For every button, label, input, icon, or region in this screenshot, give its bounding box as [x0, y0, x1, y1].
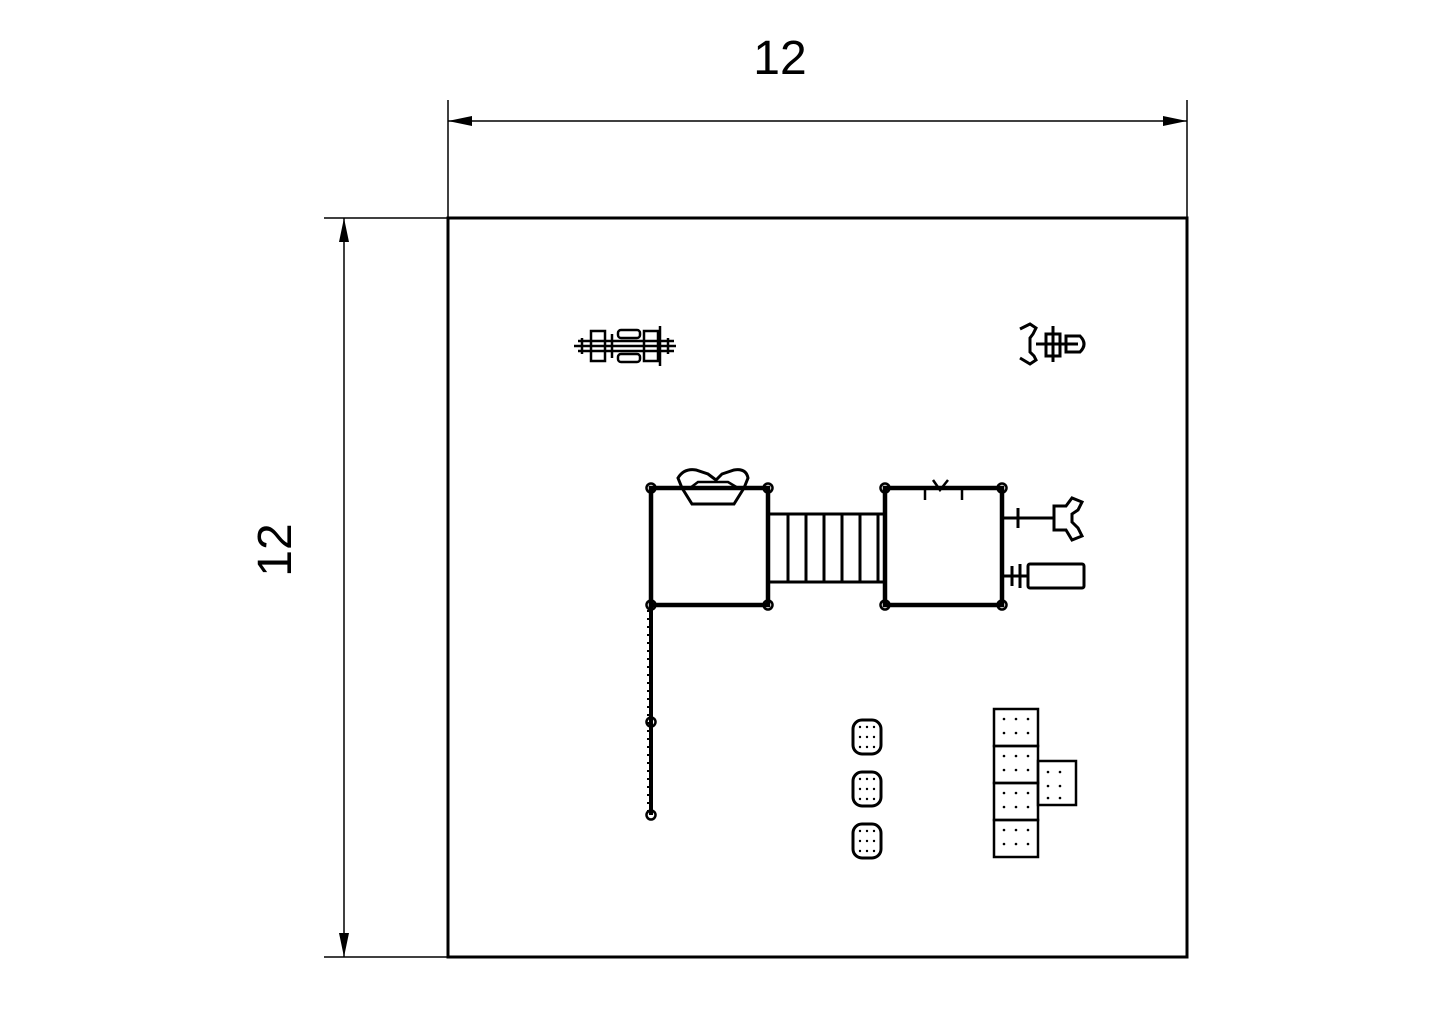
platform-blocks [992, 707, 1078, 859]
height-dimension-label: 12 [249, 523, 302, 576]
platform-block [1036, 759, 1078, 807]
seesaw-equipment [574, 326, 676, 366]
stepping-stones [851, 718, 883, 860]
fence-line [645, 605, 657, 821]
width-dimension: 12 [447, 32, 1188, 218]
platform-block-dots [1002, 717, 1062, 846]
platform-block [992, 744, 1040, 785]
rope-bridge [768, 512, 885, 584]
site-boundary [446, 216, 1189, 959]
platform-block [992, 818, 1040, 859]
width-dimension-label: 12 [753, 32, 806, 85]
platform-block [992, 707, 1040, 748]
side-slide [1002, 562, 1086, 590]
height-dimension: 12 [249, 217, 448, 958]
play-tower-left [645, 468, 774, 611]
stepping-stone [851, 822, 883, 860]
platform-block [992, 781, 1040, 822]
spring-rider-top [1019, 322, 1086, 366]
stepping-stone [851, 770, 883, 808]
spring-rider-side [1002, 496, 1085, 542]
play-tower-right [879, 479, 1008, 611]
stepping-stone [851, 718, 883, 756]
